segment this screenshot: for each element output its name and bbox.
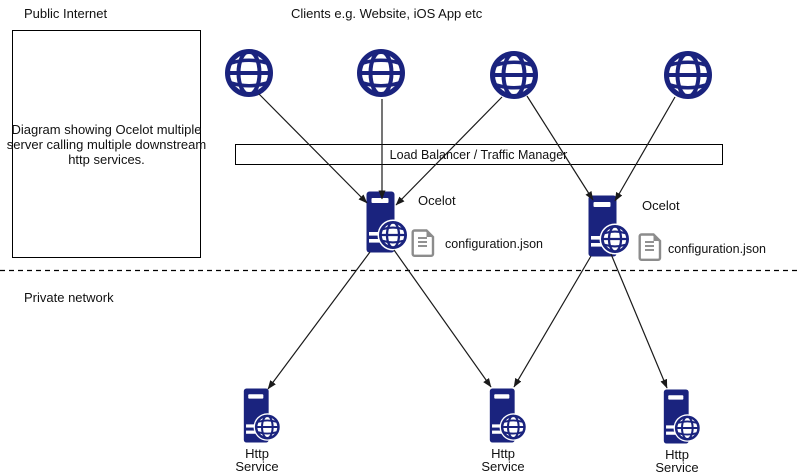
http-service-server-icon bbox=[663, 389, 701, 444]
description-line: Diagram showing Ocelot multiple bbox=[11, 121, 202, 137]
client-globe-icon bbox=[360, 52, 403, 95]
http-service-server-icon bbox=[489, 388, 527, 443]
description-line: server calling multiple downstream bbox=[6, 136, 207, 152]
arrow-ocelot2-to-service3 bbox=[610, 253, 668, 389]
http-service-label: Http Service bbox=[655, 447, 699, 474]
http-service-server-icon bbox=[243, 388, 281, 443]
http-service-label: Http Service bbox=[235, 446, 279, 474]
configuration-file-label: configuration.json bbox=[445, 237, 543, 251]
arrow-ocelot1-to-service1 bbox=[267, 251, 371, 390]
configuration-file-label: configuration.json bbox=[668, 242, 766, 256]
load-balancer-box bbox=[235, 144, 723, 165]
arrow-client4-to-ocelot2 bbox=[614, 96, 676, 202]
configuration-document-icon bbox=[411, 229, 435, 257]
ocelot-label: Ocelot bbox=[418, 193, 456, 208]
client-globe-icon bbox=[667, 54, 710, 97]
ocelot-server-icon bbox=[588, 195, 630, 257]
description-line: http services. bbox=[68, 151, 145, 167]
arrow-ocelot2-to-service2 bbox=[513, 255, 592, 388]
private-network-zone-label: Private network bbox=[24, 290, 114, 305]
client-globe-icon bbox=[228, 52, 271, 95]
public-internet-zone-label: Public Internet bbox=[24, 6, 108, 21]
description-box: Diagram showing Ocelot multiple server c… bbox=[7, 30, 206, 258]
arrow-client3-to-ocelot1 bbox=[395, 96, 503, 206]
client-globe-icon bbox=[493, 54, 536, 97]
arrow-ocelot1-to-service2 bbox=[393, 249, 492, 388]
ocelot-label: Ocelot bbox=[642, 198, 680, 213]
ocelot-server-icon bbox=[366, 191, 408, 253]
http-service-label: Http Service bbox=[481, 446, 525, 474]
arrow-client1-to-ocelot1 bbox=[258, 93, 368, 204]
clients-label: Clients e.g. Website, iOS App etc bbox=[291, 6, 483, 21]
arrow-client3-to-ocelot2 bbox=[526, 95, 594, 201]
configuration-document-icon bbox=[638, 233, 662, 261]
